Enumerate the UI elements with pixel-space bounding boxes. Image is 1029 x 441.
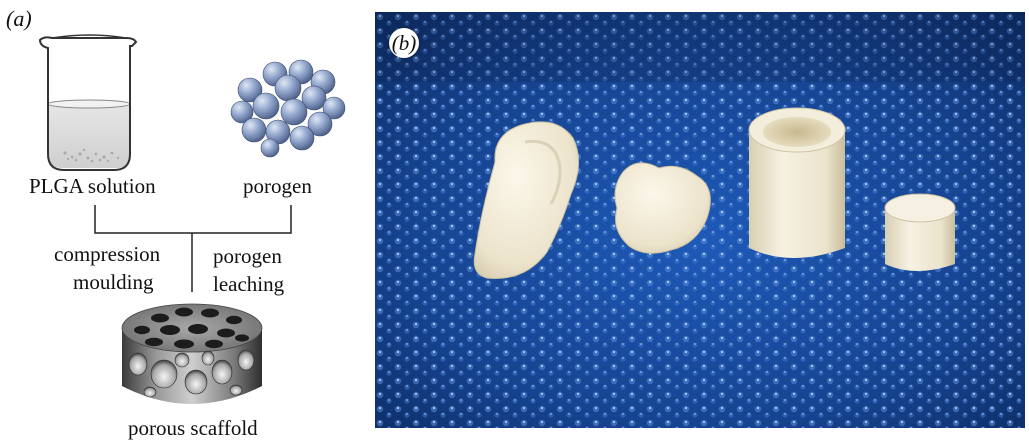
porous-scaffold-icon <box>118 298 266 416</box>
porous-scaffold-label: porous scaffold <box>128 416 258 440</box>
porogen-leaching-label-line2: leaching <box>213 272 284 296</box>
porogen-leaching-label-line1: porogen <box>213 244 282 268</box>
scaffold-photo <box>375 12 1025 428</box>
compression-moulding-label-line2: moulding <box>73 270 154 294</box>
panel-b-label: (b) <box>389 28 419 58</box>
compression-moulding-label-line1: compression <box>54 242 160 266</box>
